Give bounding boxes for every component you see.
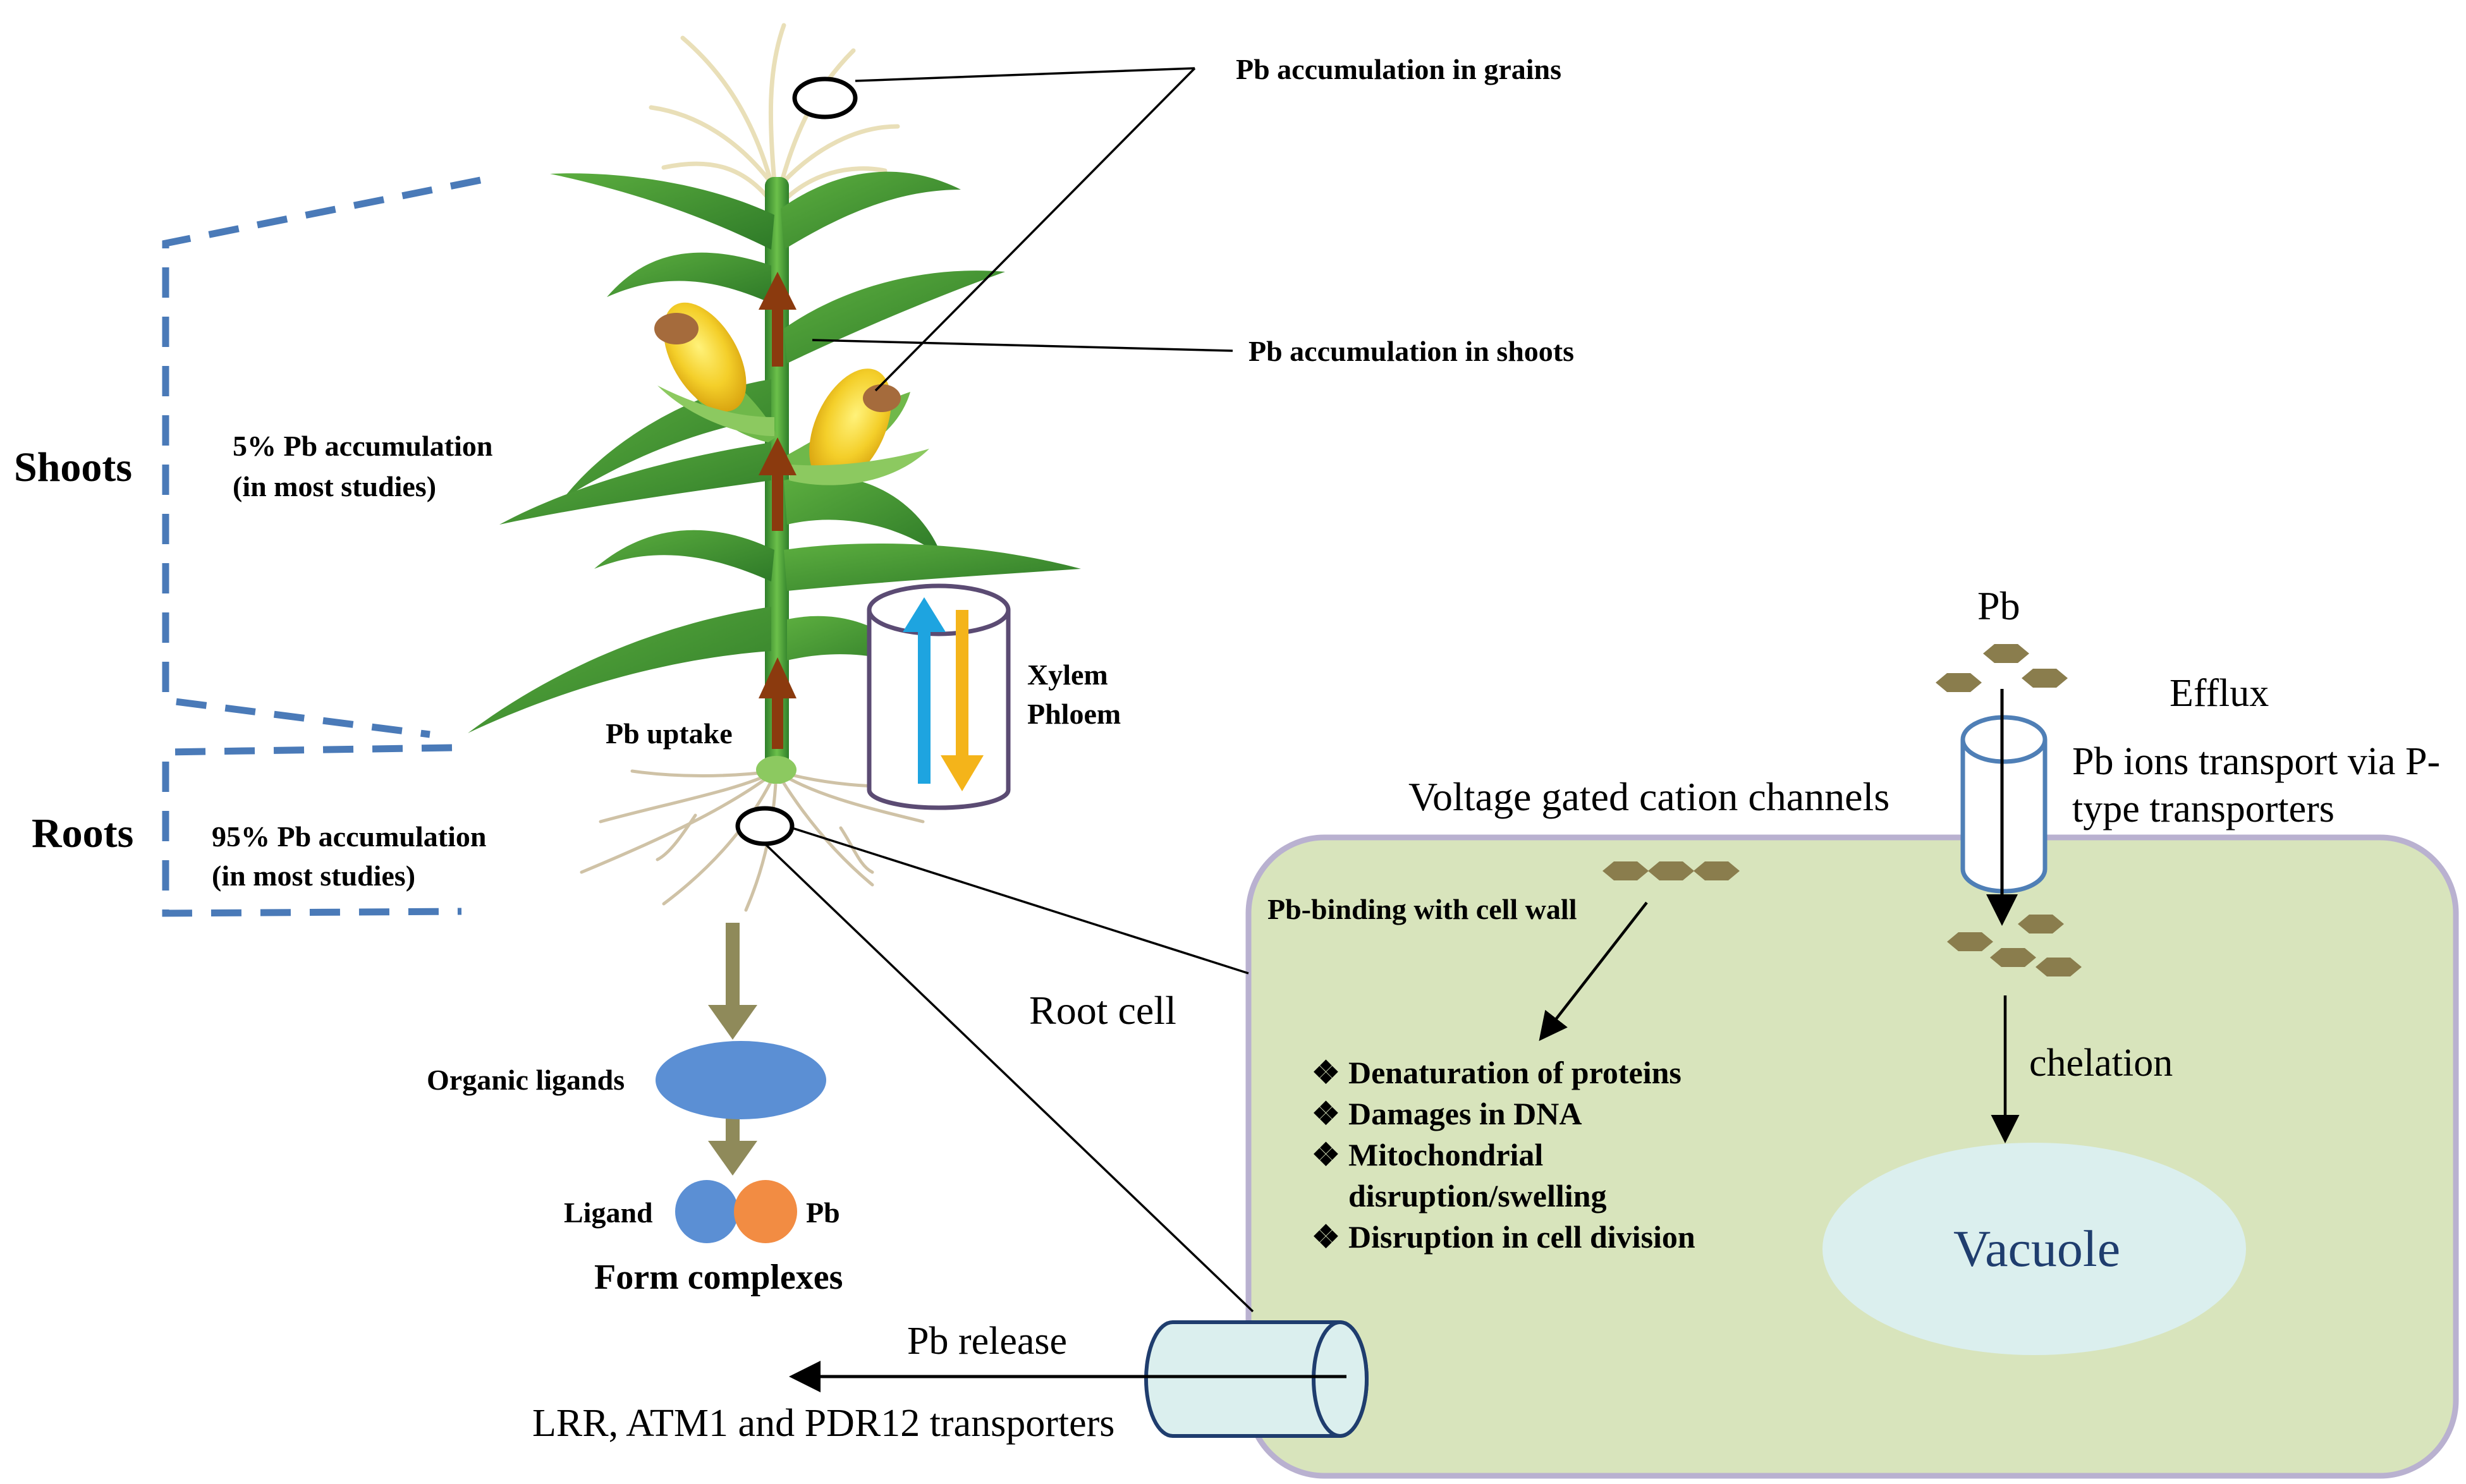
pb-ions-inside (1947, 915, 2082, 976)
effect-text: Mitochondrial disruption/swelling (1348, 1137, 1607, 1213)
shoots-acc-label: Pb accumulation in shoots (1248, 335, 1575, 367)
organic-ligands-ellipse (656, 1041, 826, 1119)
xylem-label: Xylem (1027, 659, 1108, 691)
efflux-label: Efflux (2170, 672, 2269, 715)
olive-arrows (708, 923, 757, 1176)
uptake-label: Pb uptake (606, 717, 733, 750)
chelation-label: chelation (2029, 1042, 2173, 1085)
effect-text: Denaturation of proteins (1348, 1055, 1682, 1090)
effect-item: ❖Mitochondrial disruption/swelling (1312, 1134, 1664, 1217)
grains-label: Pb accumulation in grains (1236, 53, 1562, 85)
roots-bracket (162, 744, 462, 917)
effect-text: Disruption in cell division (1348, 1219, 1695, 1255)
root-cell-label: Root cell (1029, 988, 1176, 1033)
vacuole-shape (1822, 1143, 2246, 1355)
form-complexes-label: Form complexes (594, 1258, 843, 1297)
pb-ions-cell-wall (1602, 861, 1740, 880)
leaves (468, 171, 1081, 733)
ligand-circle (675, 1180, 738, 1243)
roots-pct-line2: (in most studies) (212, 860, 416, 892)
grain-marker (792, 76, 858, 119)
effect-item: ❖Damages in DNA (1312, 1093, 1767, 1134)
transporters-label: LRR, ATM1 and PDR12 transporters (532, 1402, 1115, 1445)
p-type-line1: Pb ions transport via P- (2072, 740, 2441, 783)
effect-text: Damages in DNA (1348, 1096, 1582, 1131)
shoots-bracket (162, 176, 482, 738)
bullet-icon: ❖ (1312, 1137, 1340, 1172)
corn-ear-upper (654, 302, 778, 442)
effect-item: ❖Denaturation of proteins (1312, 1052, 1767, 1093)
shoots-pct-line2: (in most studies) (233, 470, 437, 502)
cell-wall-arrow (1539, 901, 1648, 1042)
pb-small-label: Pb (806, 1196, 840, 1229)
efflux-channel (1960, 715, 2048, 894)
cell-wall-label: Pb-binding with cell wall (1267, 893, 1577, 925)
bullet-icon: ❖ (1312, 1055, 1340, 1090)
pb-top-label: Pb (1977, 583, 2020, 628)
roots-label: Roots (32, 810, 134, 856)
leader-lines (764, 67, 1254, 1313)
pb-release-label: Pb release (907, 1320, 1068, 1363)
phloem-label: Phloem (1027, 698, 1121, 730)
voltage-channels-label: Voltage gated cation channels (1408, 774, 1890, 819)
ligand-label: Ligand (564, 1196, 653, 1229)
bullet-icon: ❖ (1312, 1219, 1340, 1255)
shoots-label: Shoots (14, 444, 133, 490)
pb-circle (734, 1180, 797, 1243)
stem-arrows (759, 272, 797, 749)
effects-list: ❖Denaturation of proteins ❖Damages in DN… (1312, 1052, 1767, 1258)
release-transporter (1144, 1320, 1369, 1438)
p-type-line2: type transporters (2072, 788, 2335, 830)
bullet-icon: ❖ (1312, 1096, 1340, 1131)
vacuole-label: Vacuole (1953, 1220, 2121, 1277)
organic-ligands-label: Organic ligands (427, 1064, 625, 1096)
pb-ions-top (1936, 644, 2068, 692)
shoots-pct-line1: 5% Pb accumulation (233, 430, 493, 462)
effect-item: ❖Disruption in cell division (1312, 1217, 1767, 1258)
roots-pct-line1: 95% Pb accumulation (212, 820, 487, 853)
corn-ear-lower (787, 368, 929, 485)
root-marker (735, 806, 795, 846)
xylem-phloem-cylinder (867, 583, 1011, 810)
